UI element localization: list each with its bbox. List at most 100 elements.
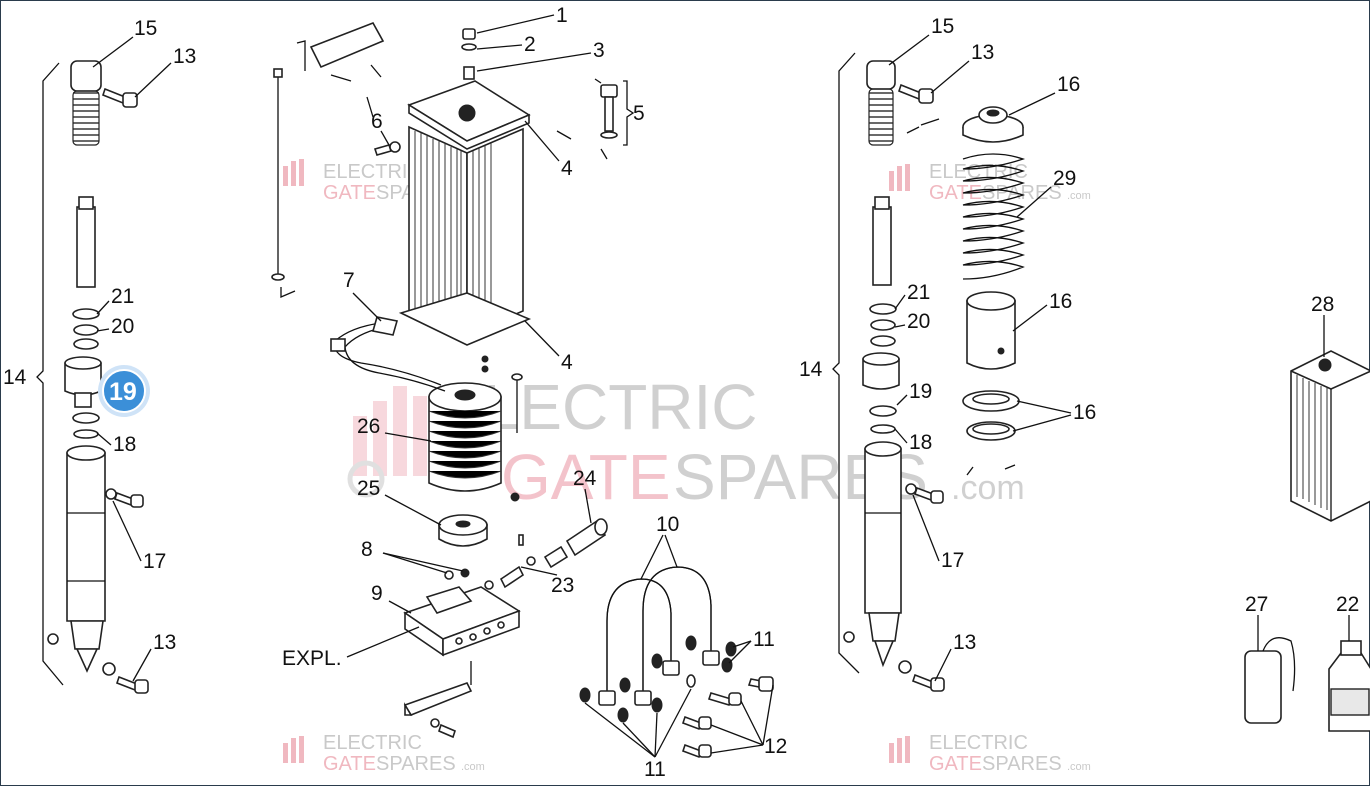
left-cylinder[interactable] bbox=[66, 452, 106, 622]
watermark-small-3: ELECTRIC GATE SPARES .com bbox=[283, 732, 485, 775]
part-10-hose-a[interactable] bbox=[606, 578, 672, 691]
highlight-badge-19[interactable]: 19 bbox=[98, 365, 150, 417]
svg-text:19: 19 bbox=[909, 380, 932, 403]
left-piston-assembly: 15 13 21 20 14 18 17 13 19 bbox=[3, 17, 196, 694]
part-20-washer-right[interactable] bbox=[870, 319, 896, 331]
svg-text:15: 15 bbox=[134, 17, 157, 40]
svg-text:29: 29 bbox=[1053, 167, 1076, 190]
svg-text:16: 16 bbox=[1057, 73, 1080, 96]
svg-text:27: 27 bbox=[1245, 593, 1268, 616]
svg-text:11: 11 bbox=[753, 628, 775, 651]
part-9-valve-block[interactable] bbox=[403, 586, 521, 657]
svg-text:1: 1 bbox=[556, 4, 568, 27]
part-13-screw-top[interactable] bbox=[102, 87, 138, 108]
svg-text:8: 8 bbox=[361, 538, 373, 561]
svg-text:22: 22 bbox=[1336, 593, 1359, 616]
part-29-spring[interactable] bbox=[962, 153, 1026, 280]
part-21-washer[interactable] bbox=[72, 308, 100, 320]
part-11-seals[interactable] bbox=[579, 635, 737, 723]
svg-text:15: 15 bbox=[931, 15, 954, 38]
part-15-cap[interactable] bbox=[70, 60, 102, 92]
part-13-screw-bottom[interactable] bbox=[47, 633, 149, 694]
part-15-spring[interactable] bbox=[72, 90, 100, 146]
part-16-sleeve[interactable] bbox=[966, 291, 1016, 370]
bracket-screw[interactable] bbox=[430, 718, 456, 739]
part-25-coupling[interactable] bbox=[438, 514, 488, 547]
svg-text:SPARES: SPARES bbox=[982, 182, 1062, 204]
svg-text:GATE: GATE bbox=[929, 753, 982, 775]
part-18-o-ring-right[interactable] bbox=[869, 405, 897, 417]
part-13-screw-top-right[interactable] bbox=[898, 83, 934, 104]
piston-rod-right[interactable] bbox=[872, 206, 892, 286]
part-20-washer[interactable] bbox=[73, 324, 99, 336]
finned-oil-tank[interactable] bbox=[398, 125, 532, 346]
hose-set: 10 11 12 11 bbox=[579, 513, 787, 781]
part-18-o-ring[interactable] bbox=[72, 412, 100, 424]
mounting-bracket-top[interactable] bbox=[309, 22, 385, 69]
svg-text:26: 26 bbox=[357, 415, 380, 438]
part-6-screw[interactable] bbox=[373, 141, 401, 156]
watermark-small-4: ELECTRIC GATE SPARES .com bbox=[889, 732, 1091, 775]
svg-text:13: 13 bbox=[953, 631, 976, 654]
svg-text:12: 12 bbox=[764, 735, 787, 758]
svg-text:21: 21 bbox=[907, 281, 930, 304]
svg-text:16: 16 bbox=[1049, 290, 1072, 313]
part-15-spring-right[interactable] bbox=[868, 88, 894, 146]
svg-text:ELECTRIC: ELECTRIC bbox=[323, 161, 422, 183]
svg-text:4: 4 bbox=[561, 351, 573, 374]
part-3-valve[interactable] bbox=[463, 66, 475, 80]
svg-text:21: 21 bbox=[111, 285, 134, 308]
svg-text:EXPL.: EXPL. bbox=[282, 647, 342, 670]
svg-text:24: 24 bbox=[573, 467, 597, 490]
svg-text:17: 17 bbox=[941, 549, 964, 572]
svg-text:.com: .com bbox=[1067, 190, 1091, 202]
svg-text:14: 14 bbox=[799, 358, 823, 381]
wm-gate: GATE bbox=[501, 441, 671, 513]
svg-text:20: 20 bbox=[907, 310, 930, 333]
svg-text:.com: .com bbox=[1067, 761, 1091, 773]
svg-text:13: 13 bbox=[971, 41, 994, 64]
svg-text:GATE: GATE bbox=[323, 753, 376, 775]
part-22-oil-bottle[interactable]: 22 bbox=[1328, 593, 1370, 732]
part-5-bolt[interactable] bbox=[600, 84, 618, 139]
svg-text:10: 10 bbox=[656, 513, 679, 536]
svg-text:18: 18 bbox=[113, 433, 136, 456]
svg-text:3: 3 bbox=[593, 39, 605, 62]
part-2-washer[interactable] bbox=[461, 43, 477, 51]
part-13-screw-bottom-right[interactable] bbox=[843, 631, 945, 692]
part-1-plug[interactable] bbox=[462, 28, 476, 40]
svg-text:20: 20 bbox=[111, 315, 134, 338]
wm-com: .com bbox=[951, 469, 1025, 507]
part-16-spring-cap[interactable] bbox=[962, 106, 1024, 143]
svg-text:9: 9 bbox=[371, 582, 383, 605]
part-24-cartridge[interactable] bbox=[565, 518, 608, 557]
part-26-motor[interactable] bbox=[428, 382, 502, 492]
right-cylinder[interactable] bbox=[864, 448, 902, 614]
part-12-bolts[interactable] bbox=[681, 676, 774, 759]
svg-text:ELECTRIC: ELECTRIC bbox=[323, 732, 422, 754]
svg-text:17: 17 bbox=[143, 550, 166, 573]
part-28-power-pack[interactable]: 28 bbox=[1290, 293, 1370, 522]
svg-text:4: 4 bbox=[561, 157, 573, 180]
svg-text:13: 13 bbox=[153, 631, 176, 654]
part-7-wiring[interactable] bbox=[333, 322, 442, 386]
svg-text:ELECTRIC: ELECTRIC bbox=[929, 732, 1028, 754]
svg-text:GATE: GATE bbox=[929, 182, 982, 204]
part-23-valve-set[interactable] bbox=[484, 534, 569, 590]
svg-text:.com: .com bbox=[461, 761, 485, 773]
part-27-capacitor[interactable]: 27 bbox=[1244, 593, 1296, 724]
part-15-cap-right[interactable] bbox=[866, 60, 896, 90]
svg-text:2: 2 bbox=[524, 33, 536, 56]
part-17-screw-right[interactable] bbox=[905, 483, 944, 504]
mounting-bracket-bottom[interactable] bbox=[403, 682, 473, 716]
piston-rod[interactable] bbox=[76, 206, 96, 288]
part-17-screw[interactable] bbox=[105, 488, 144, 508]
svg-text:5: 5 bbox=[633, 102, 645, 125]
piston-rod-thread[interactable] bbox=[78, 196, 94, 210]
center-pump-assembly: 1 2 3 5 6 4 4 7 26 25 24 8 23 9 EXPL. bbox=[271, 4, 645, 739]
svg-text:6: 6 bbox=[371, 110, 383, 133]
svg-text:SPARES: SPARES bbox=[376, 753, 456, 775]
part-21-washer-right[interactable] bbox=[869, 303, 897, 315]
